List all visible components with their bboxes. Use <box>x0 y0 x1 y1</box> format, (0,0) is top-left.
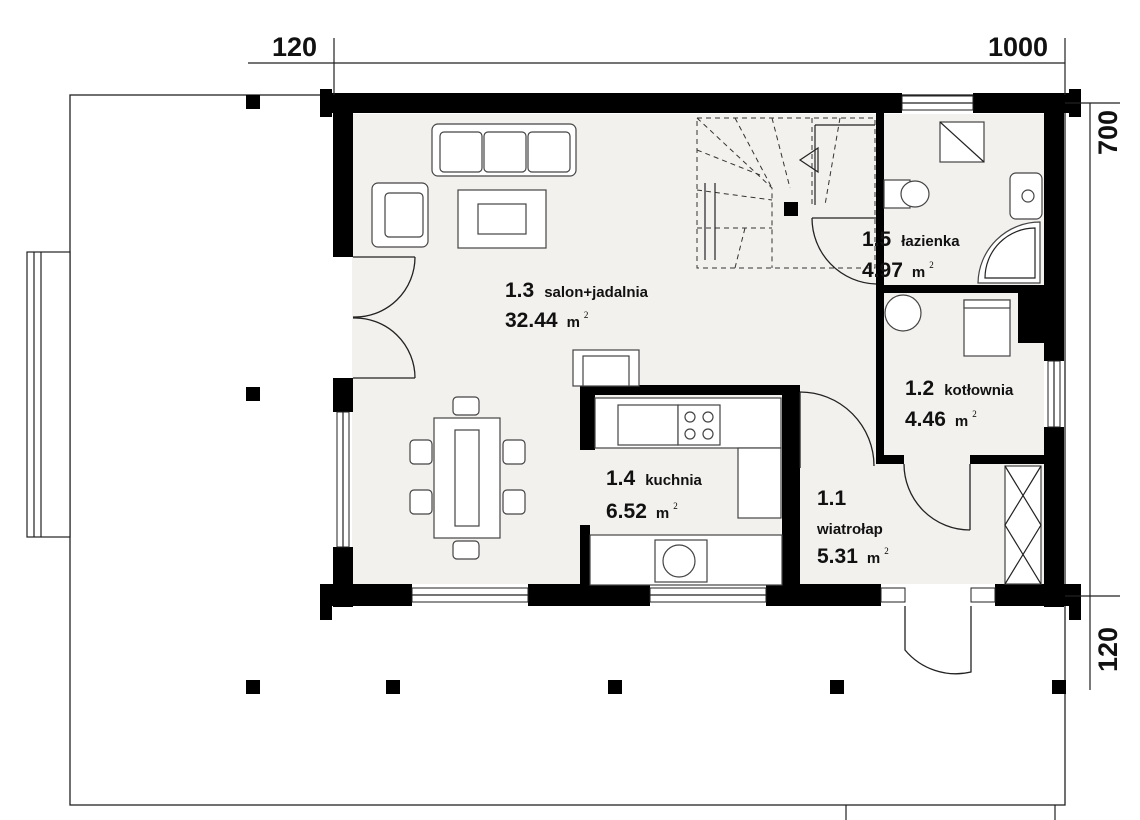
wardrobe <box>1004 465 1042 585</box>
svg-text:32.44 m 2: 32.44 m 2 <box>505 309 588 332</box>
kitchen-counters <box>589 397 783 586</box>
svg-text:1.3 salon+jadalnia: 1.3 salon+jadalnia <box>505 279 649 302</box>
room-area: 4.46 <box>905 408 946 431</box>
room-name: kotłownia <box>944 382 1014 399</box>
room-unit-sup: 2 <box>673 501 678 511</box>
bathroom-fixtures <box>883 121 1043 284</box>
room-unit: m <box>867 550 880 567</box>
room-area: 6.52 <box>606 500 647 523</box>
svg-text:4.46 m 2: 4.46 m 2 <box>905 408 977 431</box>
dimension-top-right: 1000 <box>988 32 1048 62</box>
room-number: 1.3 <box>505 279 534 302</box>
svg-text:5.31 m 2: 5.31 m 2 <box>817 545 889 568</box>
room-name: wiatrołap <box>816 521 883 538</box>
svg-text:1.4 kuchnia: 1.4 kuchnia <box>606 467 703 490</box>
dimension-top-left: 120 <box>272 32 317 62</box>
room-number: 1.4 <box>606 467 636 490</box>
outer-walls <box>320 89 1081 620</box>
svg-text:1.2 kotłownia: 1.2 kotłownia <box>905 377 1014 400</box>
room-unit-sup: 2 <box>884 546 889 556</box>
room-number: 1.1 <box>817 487 847 510</box>
boiler-room-fixtures <box>884 294 1011 357</box>
terrace-posts <box>246 95 1066 694</box>
room-unit: m <box>567 314 580 331</box>
room-unit-sup: 2 <box>972 409 977 419</box>
coffee-table <box>457 189 547 249</box>
room-unit: m <box>656 505 669 522</box>
svg-text:1.5 łazienka: 1.5 łazienka <box>862 228 960 251</box>
room-label-kotlownia: 1.2 kotłownia 4.46 m 2 <box>905 377 1014 431</box>
room-name: kuchnia <box>645 472 702 489</box>
dimension-lines <box>248 38 1120 690</box>
interior-walls <box>580 113 1044 585</box>
room-name: łazienka <box>901 233 960 250</box>
dining-table <box>409 396 526 560</box>
sofa <box>431 123 577 177</box>
room-unit: m <box>912 264 925 281</box>
room-unit: m <box>955 413 968 430</box>
fireplace <box>572 349 640 387</box>
room-number: 1.2 <box>905 377 934 400</box>
room-area: 32.44 <box>505 309 558 332</box>
windows <box>336 95 1061 603</box>
dimension-right-bottom: 120 <box>1093 627 1123 672</box>
room-label-kuchnia: 1.4 kuchnia 6.52 m 2 <box>606 467 703 523</box>
room-name: salon+jadalnia <box>544 284 648 301</box>
svg-text:4.97 m 2: 4.97 m 2 <box>862 259 934 282</box>
room-number: 1.5 <box>862 228 892 251</box>
room-label-lazienka: 1.5 łazienka 4.97 m 2 <box>862 228 960 282</box>
svg-text:6.52 m 2: 6.52 m 2 <box>606 500 678 523</box>
armchair <box>371 182 429 248</box>
room-unit-sup: 2 <box>929 260 934 270</box>
room-label-salon: 1.3 salon+jadalnia 32.44 m 2 <box>505 279 649 332</box>
room-area: 5.31 <box>817 545 858 568</box>
doors <box>352 217 972 675</box>
room-area: 4.97 <box>862 259 903 282</box>
staircase <box>696 117 876 269</box>
room-unit-sup: 2 <box>584 310 589 320</box>
room-label-wiatrolap: 1.1 wiatrołap 5.31 m 2 <box>816 487 889 568</box>
dimension-right-top: 700 <box>1093 110 1123 155</box>
